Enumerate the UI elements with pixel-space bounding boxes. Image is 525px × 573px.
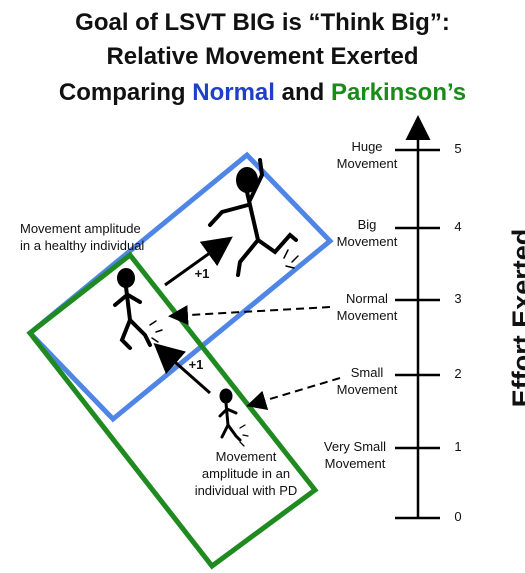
scale-value-1: 1 [454,439,462,454]
scale-value-4: 4 [454,219,462,234]
title-normal-word: Normal [192,79,275,106]
arrow-normal-to-big [164,236,233,287]
step-label-upper: +1 [194,266,210,281]
scale-value-3: 3 [454,291,462,306]
scale-value-0: 0 [454,509,462,524]
title-line-2: Relative Movement Exerted [106,43,419,70]
stick-figure-normal [113,268,163,350]
title-parkinsons-word: Parkinson’s [330,79,467,106]
title-line-3: Comparing Normal and Parkinson’s [0,78,525,108]
axis-title-effort: Effort Exerted [507,228,525,408]
title-prefix: Comparing [58,79,193,106]
stick-figure-small [218,388,249,447]
dashed-connector-small [246,377,341,410]
dashed-connector-normal [168,305,331,326]
title-and-word: and [274,79,331,106]
scale-value-2: 2 [454,366,462,381]
scale-value-5: 5 [454,141,462,156]
pd-region-box [26,251,319,570]
arrow-small-to-normal [153,343,211,395]
healthy-region-box [26,151,334,423]
stick-figure-big [208,158,299,277]
title-line-1: Goal of LSVT BIG is “Think Big”: [75,9,450,36]
step-label-lower: +1 [188,357,204,372]
